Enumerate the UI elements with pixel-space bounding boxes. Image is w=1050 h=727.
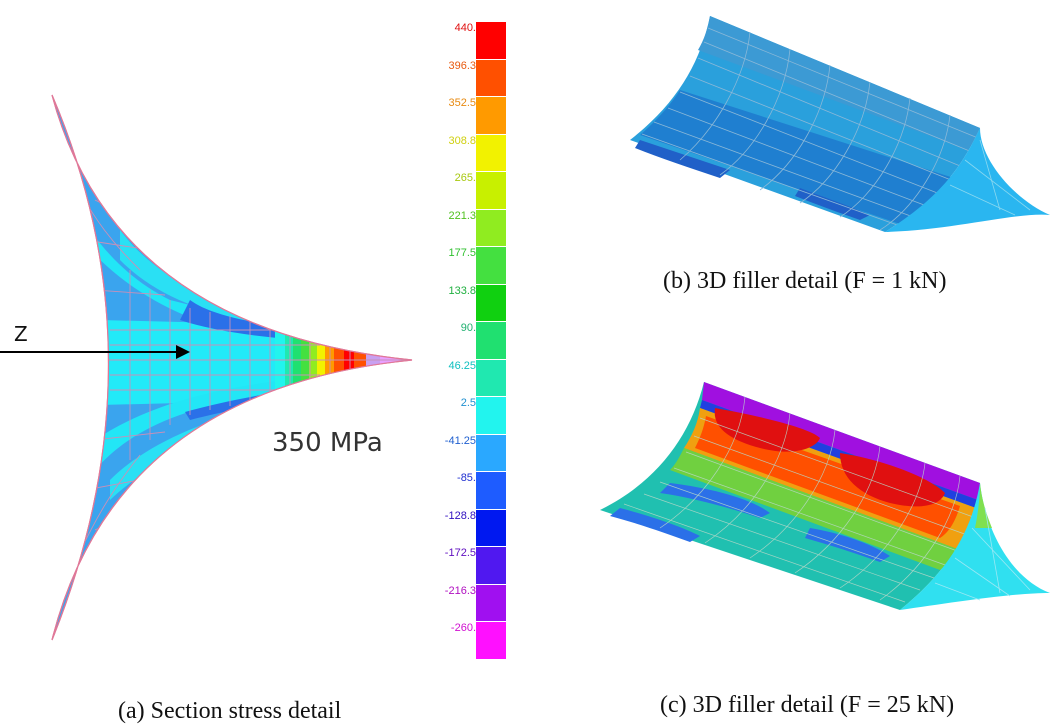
colorbar-tick-label: 133.8	[448, 284, 476, 297]
colorbar-tick-label: 440.	[454, 22, 476, 34]
colorbar-tick-label: 221.3	[448, 209, 476, 222]
colorbar-tick-label: -216.3	[444, 584, 476, 597]
colorbar-tick-label: -260.	[450, 622, 476, 635]
mid-stress-band	[670, 448, 960, 570]
colorbar-tick-label: -172.5	[444, 547, 476, 560]
colorbar: 440. 396.3 352.5 308.8 265. 221.3 177.5 133.8 90…	[418, 18, 508, 663]
section-stress-plot	[0, 94, 413, 641]
colorbar-tick-label: 352.5	[448, 97, 476, 110]
stress-annotation: 350 MPa	[272, 428, 383, 458]
filler-top-rail	[702, 382, 980, 500]
filler-3d-plot-1kn	[630, 16, 1050, 232]
cyan-stress-region	[95, 380, 290, 470]
caption-panel-c: (c) 3D filler detail (F = 25 kN)	[660, 692, 955, 718]
colorbar-scale	[476, 22, 506, 660]
colorbar-tick-label: 396.3	[448, 59, 476, 72]
colorbar-segment	[476, 322, 506, 360]
caption-panel-a: (a) Section stress detail	[118, 698, 342, 724]
colorbar-segment	[476, 134, 506, 173]
colorbar-labels: 440. 396.3 352.5 308.8 265. 221.3 177.5 133.8 90…	[418, 18, 478, 663]
filler-end-cusp	[900, 483, 1050, 610]
colorbar-tick-label: -128.8	[444, 509, 476, 522]
colorbar-segment	[476, 397, 506, 435]
z-axis-label: Z	[14, 322, 28, 346]
colorbar-segment	[476, 209, 506, 248]
colorbar-segment	[476, 59, 506, 98]
colorbar-tick-label: 308.8	[448, 134, 476, 147]
colorbar-segment	[476, 622, 506, 660]
colorbar-segment	[476, 247, 506, 285]
colorbar-segment	[476, 172, 506, 210]
caption-panel-b: (b) 3D filler detail (F = 1 kN)	[663, 268, 947, 294]
colorbar-tick-label: 177.5	[448, 247, 476, 260]
colorbar-segment	[476, 584, 506, 623]
colorbar-tick-label: -41.25	[444, 434, 476, 447]
colorbar-segment	[476, 97, 506, 135]
mesh-lines	[623, 396, 977, 603]
blue-stress-patch	[610, 508, 700, 542]
colorbar-tick-label: 265.	[454, 172, 476, 185]
blue-stress-patch	[795, 188, 870, 220]
colorbar-segment	[476, 22, 506, 60]
filler-3d-plot-25kn	[600, 382, 1050, 610]
colorbar-tick-label: 90.	[460, 322, 476, 335]
mesh-lines	[641, 27, 979, 231]
colorbar-segment	[476, 472, 506, 510]
colorbar-tick-label: -85.	[457, 472, 476, 485]
colorbar-segment	[476, 434, 506, 473]
colorbar-segment	[476, 547, 506, 585]
filler-end-cusp	[885, 128, 1050, 232]
filler-mid-band	[640, 90, 960, 224]
blue-stress-patch	[635, 140, 730, 178]
blue-stress-patch	[805, 528, 890, 562]
z-axis-arrow	[0, 345, 190, 359]
colorbar-tick-label: 46.25	[448, 359, 476, 372]
colorbar-segment	[476, 509, 506, 548]
colorbar-segment	[476, 284, 506, 323]
colorbar-segment	[476, 359, 506, 398]
colorbar-tick-label: 2.5	[460, 397, 476, 410]
filler-top-band	[698, 16, 980, 150]
